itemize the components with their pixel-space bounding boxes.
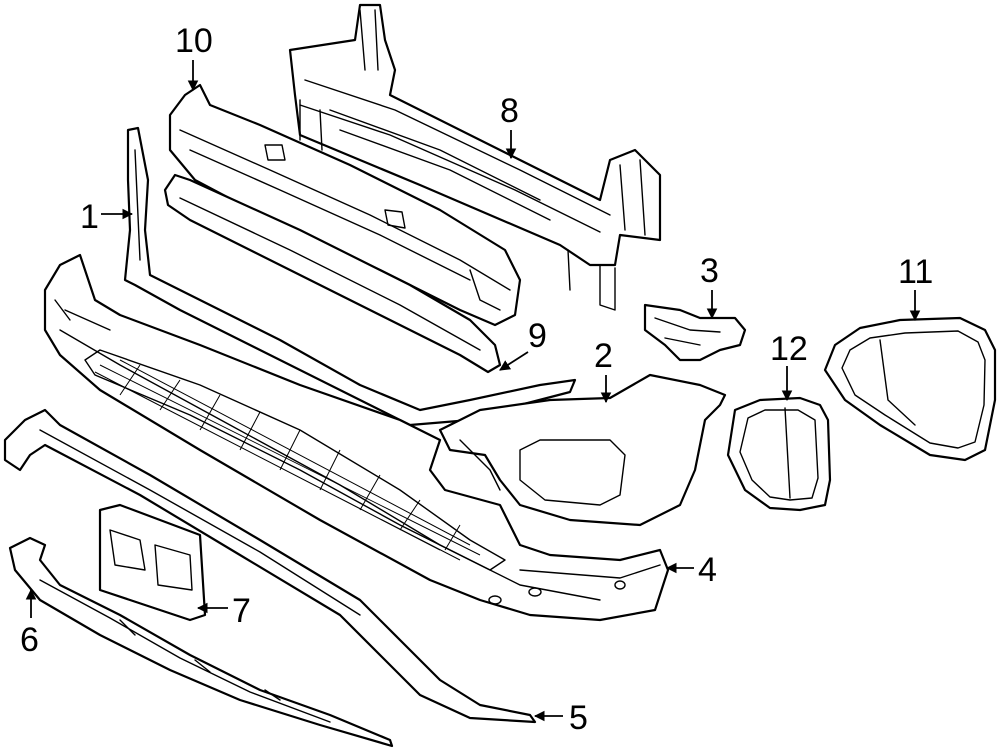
- part-3-bracket: [643, 303, 747, 362]
- callout-9: 9: [528, 317, 547, 355]
- callout-6: 6: [20, 621, 39, 659]
- callout-5: 5: [569, 699, 588, 737]
- callout-12: 12: [770, 330, 808, 368]
- callout-7: 7: [232, 592, 251, 630]
- part-12-fog-bezel: [726, 396, 832, 512]
- part-1-bracket: [123, 126, 577, 427]
- callout-2: 2: [594, 337, 613, 375]
- callout-3: 3: [700, 252, 719, 290]
- grille-mesh: [84, 349, 506, 571]
- callout-8: 8: [500, 92, 519, 130]
- part-11-fog-bezel: [823, 316, 997, 462]
- part-6-skid-plate: [8, 536, 394, 748]
- part-8-reinforcement-beam: [288, 3, 662, 311]
- leader-9: [499, 351, 529, 371]
- part-2-side-panel: [438, 373, 727, 527]
- callout-1: 1: [80, 198, 99, 236]
- part-7-plate-bracket: [98, 503, 207, 622]
- leader-lines: [25, 60, 921, 722]
- callout-10: 10: [175, 22, 213, 60]
- part-5-lower-valance: [3, 408, 537, 724]
- callout-labels: 1 2 3 4 5 6 7 8 9 10 11 12: [20, 22, 933, 737]
- callout-4: 4: [698, 551, 717, 589]
- callout-11: 11: [898, 253, 933, 291]
